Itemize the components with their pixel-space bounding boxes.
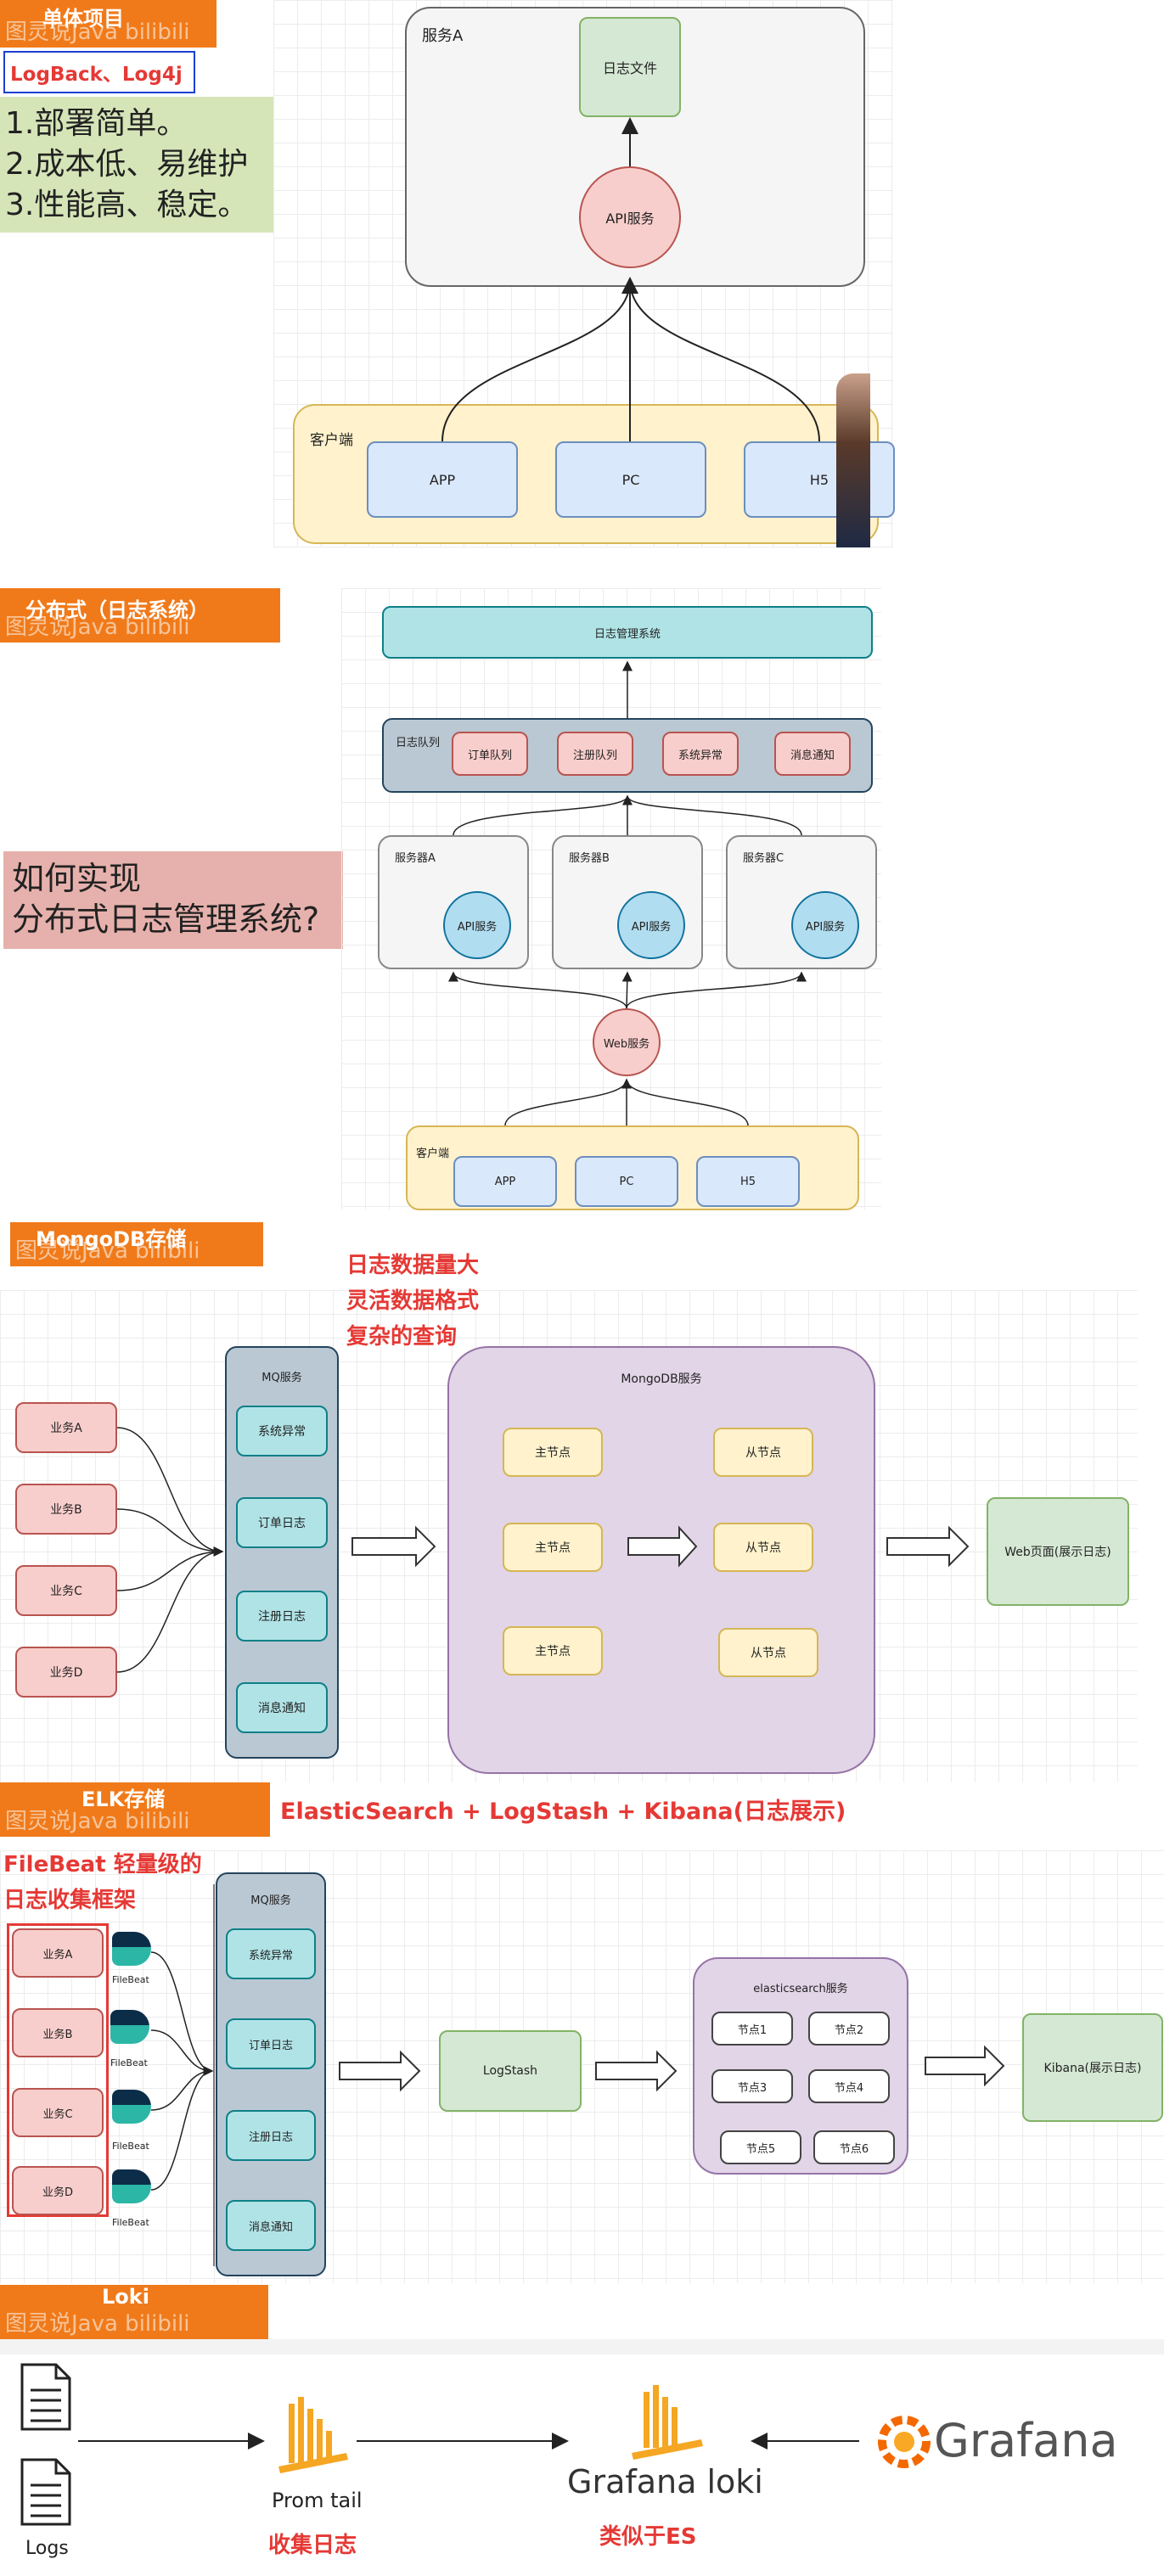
promtail-note: 收集日志 [268,2533,357,2558]
es-node-4: 节点4 [808,2069,890,2103]
log-file-box: 日志文件 [579,17,681,117]
advantage-3: 3.性能高、稳定。 [5,188,249,222]
biz-b: 业务B [15,1484,117,1535]
log-management-system: 日志管理系统 [382,606,873,659]
section-tag-mongodb: 图灵说Java bilibili MongoDB存储 [10,1222,263,1266]
queue-order: 订单队列 [452,732,528,776]
question-panel: 如何实现 分布式日志管理系统? [3,851,343,949]
slave-node-3: 从节点 [718,1628,818,1677]
section-tag-monolith: 图灵说Java bilibili 单体项目 [0,0,216,48]
filebeat-icon [110,2010,149,2044]
queue-notify: 消息通知 [774,732,851,776]
filebeat-icon [112,2169,151,2203]
master-node-2: 主节点 [503,1523,603,1572]
section-tag-elk: 图灵说Java bilibili ELK存储 [0,1782,270,1837]
monolith-arrows [441,117,820,442]
elk-mq-order-log: 订单日志 [226,2018,316,2069]
elk-biz-a: 业务A [12,1928,104,1978]
mongodb-arrows [116,1427,970,1673]
server-c-api: API服务 [791,891,859,959]
mq-order-log: 订单日志 [236,1497,328,1548]
filebeat-icon [112,1932,151,1966]
api-service-node: API服务 [579,166,681,268]
logback-label: LogBack、Log4j [3,51,195,93]
section-title: 单体项目 [42,7,124,31]
elk-biz-b: 业务B [12,2008,104,2057]
client-app: APP [367,441,518,518]
elk-biz-c: 业务C [12,2088,104,2137]
master-node-3: 主节点 [503,1626,603,1675]
document-icon [20,2458,71,2526]
mongodb-notes: 日志数据量大 灵活数据格式 复杂的查询 [346,1253,480,1350]
web-service-node: Web服务 [593,1008,661,1076]
section-title: 分布式（日志系统） [25,598,209,622]
slave-node-1: 从节点 [713,1428,813,1477]
es-node-3: 节点3 [711,2069,793,2103]
master-node-1: 主节点 [503,1428,603,1477]
elk-mq-exception: 系统异常 [226,1928,316,1979]
client-pc: PC [555,441,706,518]
client-h5-2: H5 [696,1156,800,1207]
presenter-video [836,373,870,547]
biz-group [7,1923,109,2217]
es-node-2: 节点2 [808,2012,890,2046]
advantages-panel: 1.部署简单。 2.成本低、易维护 3.性能高、稳定。 [0,97,273,233]
logstash-box: LogStash [439,2030,582,2112]
mq-notify: 消息通知 [236,1682,328,1733]
grafana-logo-icon [878,2416,931,2468]
section-title: MongoDB存储 [36,1227,187,1251]
grafana-label: Grafana [934,2414,1118,2467]
logs-label: Logs [25,2538,69,2559]
mq-exception: 系统异常 [236,1406,328,1456]
client-app-2: APP [453,1156,557,1207]
server-b-api: API服务 [617,891,685,959]
mq-register-log: 注册日志 [236,1591,328,1642]
document-icon [20,2363,71,2431]
biz-a: 业务A [15,1402,117,1453]
filebeat-note: FileBeat 轻量级的 日志收集框架 [3,1852,202,1913]
loki-label: Grafana loki [567,2463,763,2500]
slave-node-2: 从节点 [713,1523,813,1572]
biz-d: 业务D [15,1647,117,1698]
promtail-label: Prom tail [272,2489,363,2512]
es-node-5: 节点5 [720,2130,801,2164]
loki-note: 类似于ES [599,2524,697,2550]
biz-c: 业务C [15,1565,117,1616]
section-title: Loki [102,2285,149,2309]
queue-register: 注册队列 [557,732,633,776]
band [0,2339,1164,2354]
elk-mq-register-log: 注册日志 [226,2110,316,2161]
server-a-api: API服务 [443,891,511,959]
web-page-box: Web页面(展示日志) [987,1497,1129,1606]
client-pc-2: PC [575,1156,678,1207]
elk-mq-notify: 消息通知 [226,2200,316,2251]
es-node-6: 节点6 [813,2130,895,2164]
loki-logo-icon [632,2385,703,2460]
es-node-1: 节点1 [711,2012,793,2046]
queue-exception: 系统异常 [662,732,739,776]
section-title: ELK存储 [82,1787,166,1811]
kibana-box: Kibana(展示日志) [1022,2013,1163,2122]
section-tag-distributed: 图灵说Java bilibili 分布式（日志系统） [0,588,280,643]
advantage-2: 2.成本低、易维护 [5,147,249,182]
section-tag-loki: 图灵说Java bilibili Loki [0,2285,268,2339]
filebeat-icon [112,2090,151,2124]
elk-headline: ElasticSearch + LogStash + Kibana(日志展示) [280,1799,846,1825]
promtail-logo-icon [278,2397,348,2473]
advantage-1: 1.部署简单。 [5,106,188,141]
elk-arrows [150,1884,1005,2266]
elk-biz-d: 业务D [12,2166,104,2215]
distributed-arrows [448,660,807,1126]
